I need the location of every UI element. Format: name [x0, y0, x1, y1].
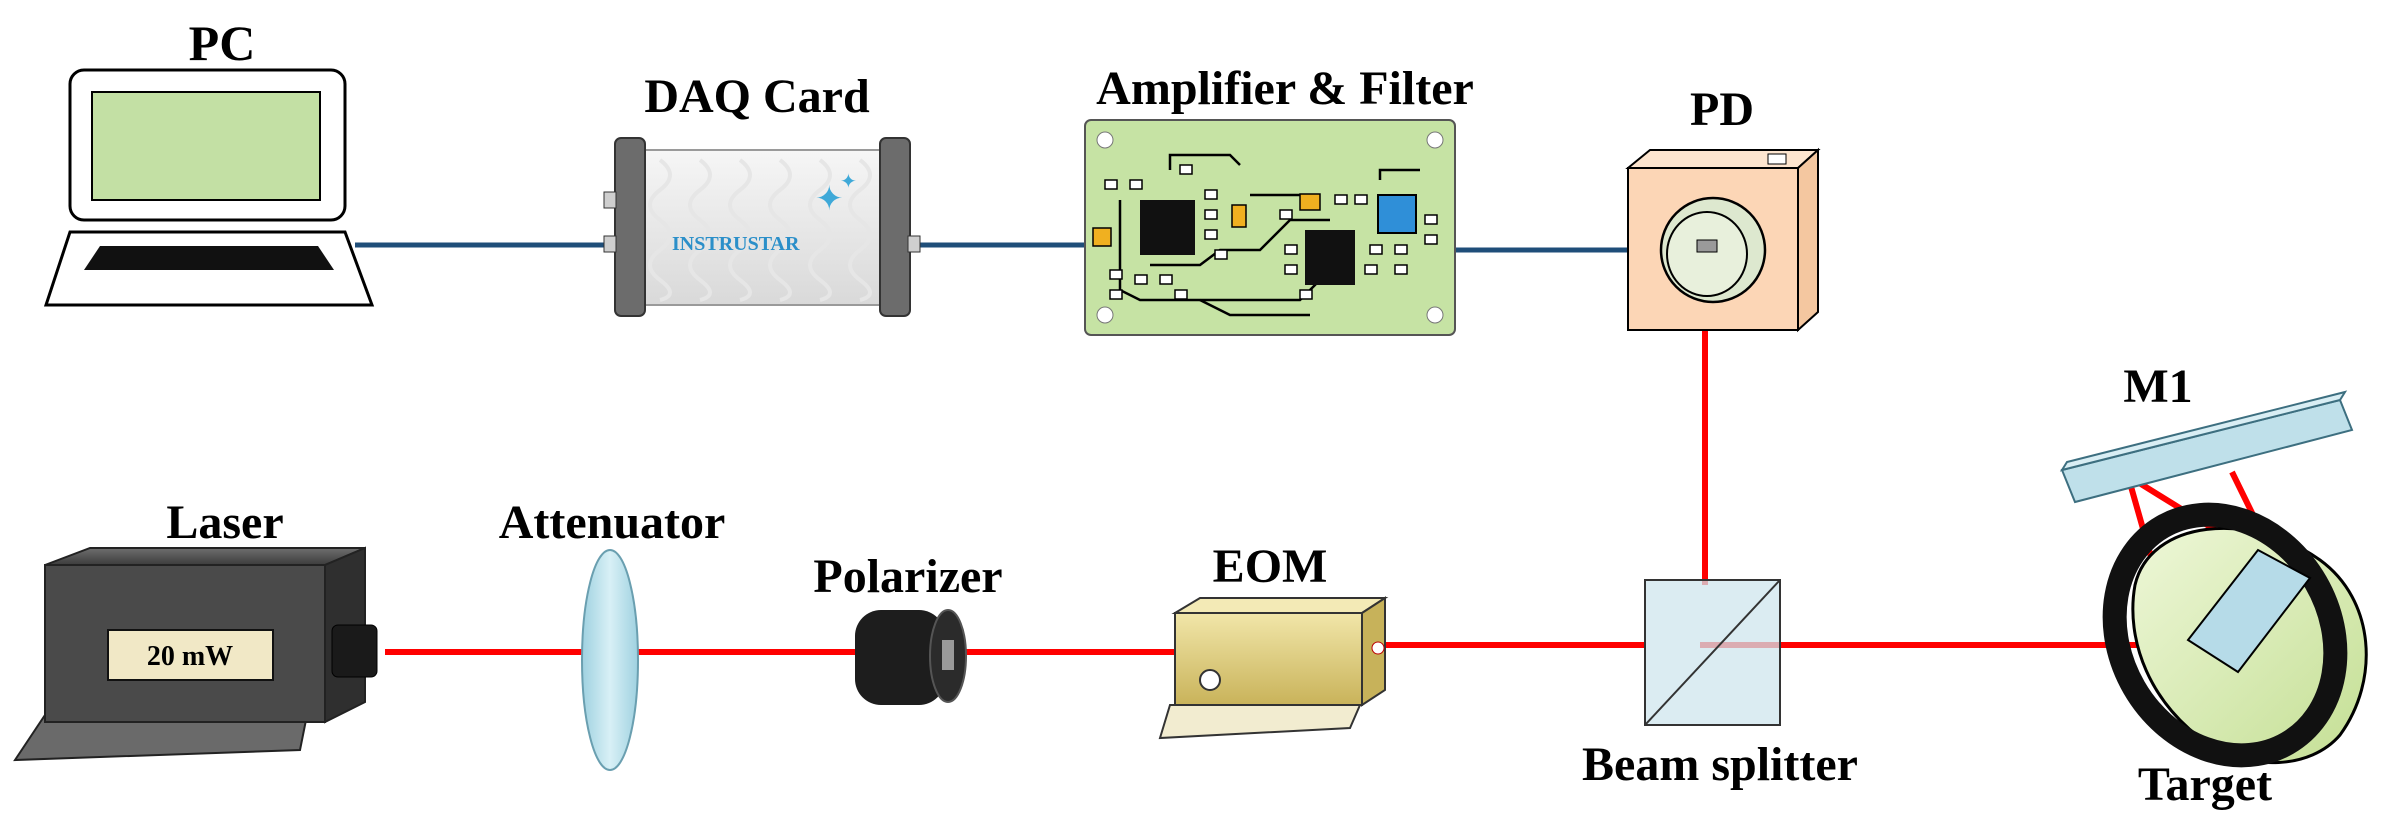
pcb-blue-component — [1377, 194, 1417, 234]
pcb-board — [1084, 119, 1456, 336]
amplifier-filter-board — [1084, 119, 1456, 336]
eom — [1158, 596, 1389, 740]
pcb-mount-hole — [1096, 306, 1114, 324]
label-eom: EOM — [1213, 540, 1328, 593]
laser-source: 20 mW — [13, 546, 378, 762]
daq-body — [627, 149, 901, 306]
eom-front-face — [1174, 612, 1363, 706]
beam-splitter — [1644, 579, 1781, 726]
daq-port-1 — [603, 191, 617, 209]
laser-power-label-box — [107, 629, 274, 681]
pcb-orange-component — [1231, 204, 1247, 228]
polarizer — [855, 609, 967, 705]
pc — [43, 68, 375, 307]
laser-top-face — [44, 547, 366, 566]
label-polarizer: Polarizer — [813, 550, 1002, 603]
signal-cables — [355, 242, 1628, 253]
pcb-mount-hole — [1096, 131, 1114, 149]
daq-brand: INSTRUSTAR — [672, 233, 800, 255]
pcb-orange-component — [1299, 193, 1321, 211]
daq-wave-pattern — [648, 158, 872, 302]
target-ring — [2102, 502, 2348, 768]
photodetector — [1625, 147, 1821, 333]
pd-sensor — [1696, 239, 1718, 253]
daq-port-2 — [603, 235, 617, 253]
target — [2102, 502, 2368, 768]
label-laser: Laser — [166, 496, 283, 549]
beam-splitter-diagonal — [1644, 579, 1781, 726]
eom-aperture — [1371, 641, 1385, 655]
label-pd: PD — [1690, 83, 1754, 136]
label-m1: M1 — [2123, 360, 2192, 413]
eom-top-face — [1171, 597, 1389, 614]
pc-screen — [91, 91, 321, 201]
target-sample — [2186, 548, 2312, 674]
pc-keyboard — [84, 246, 334, 270]
pcb-chip-2 — [1305, 230, 1355, 285]
daq-port-3 — [907, 235, 921, 253]
pd-connector — [1767, 153, 1787, 165]
pd-top-face — [1625, 149, 1821, 169]
daq-sparkle-icon: ✦ — [815, 181, 844, 218]
pcb-passives — [1104, 164, 1438, 300]
daq-right-endcap — [879, 137, 911, 317]
attenuator-disc — [581, 549, 639, 771]
pcb-chip-1 — [1140, 200, 1195, 255]
laser-power-readout: 20 mW — [147, 641, 233, 672]
pcb-orange-component — [1092, 227, 1112, 247]
daq-left-endcap — [614, 137, 646, 317]
eom-base — [1158, 704, 1362, 740]
label-target: Target — [2138, 758, 2272, 811]
daq-card: ✦ ✦ INSTRUSTAR — [603, 137, 921, 317]
pd-aperture — [1666, 211, 1748, 297]
polarizer-window — [942, 640, 954, 670]
attenuator — [581, 549, 639, 771]
m1-mirror-edge — [2059, 390, 2348, 472]
label-attenuator: Attenuator — [499, 496, 726, 549]
m1-mirror-plate — [2060, 398, 2354, 504]
label-pc: PC — [189, 15, 256, 71]
polarizer-body — [855, 610, 945, 705]
pcb-mount-hole — [1426, 131, 1444, 149]
laser-output-port — [331, 624, 378, 678]
component-labels: PC DAQ Card Amplifier & Filter PD M1 Las… — [166, 15, 2272, 811]
label-daq-card: DAQ Card — [644, 70, 870, 123]
pcb-mount-hole — [1426, 306, 1444, 324]
mirror-m1 — [2059, 390, 2354, 504]
pd-side-face — [1797, 147, 1819, 333]
eom-connector — [1199, 669, 1221, 691]
label-beam-splitter: Beam splitter — [1582, 738, 1858, 791]
daq-sparkle-icon-small: ✦ — [840, 171, 857, 193]
label-amplifier-filter: Amplifier & Filter — [1096, 62, 1474, 115]
